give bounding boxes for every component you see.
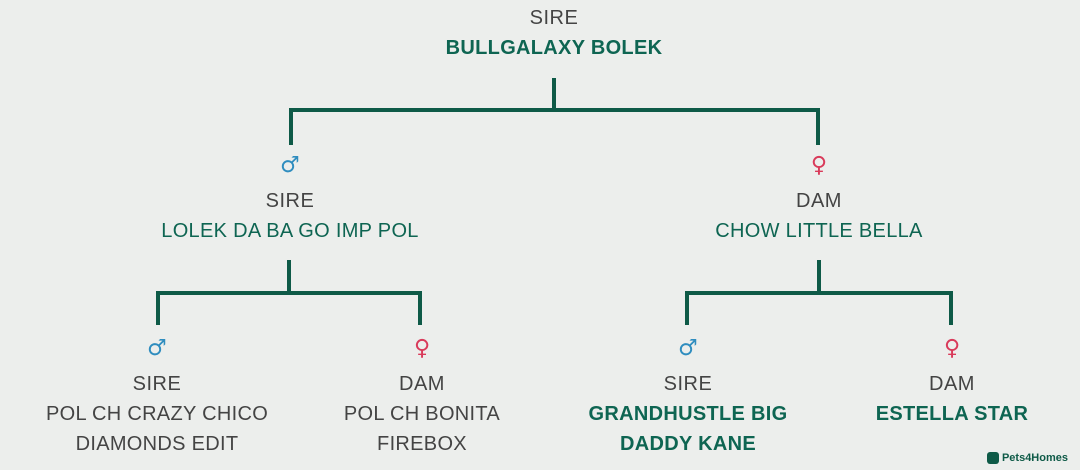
dam-dam-node: ♀ DAM ESTELLA STAR [876, 337, 1029, 429]
male-icon: ♂ [147, 336, 167, 361]
dam-node: ♀ DAM CHOW LITTLE BELLA [715, 154, 922, 246]
sire-sire-name-line-2: DIAMONDS EDIT [75, 433, 239, 455]
dam-name: CHOW LITTLE BELLA [715, 220, 923, 242]
dam-sire-role: SIRE [663, 373, 713, 395]
root-name: BULLGALAXY BOLEK [445, 37, 663, 59]
sire-dam-name-line-1: POL CH BONITA [343, 403, 501, 425]
sire-node: ♂ SIRE LOLEK DA BA GO IMP POL [161, 154, 418, 246]
sire-sire-node: ♂ SIRE POL CH CRAZY CHICO DIAMONDS EDIT [46, 337, 268, 459]
sire-dam-name-line-2: FIREBOX [377, 433, 467, 455]
male-icon: ♂ [280, 153, 300, 178]
dam-role: DAM [796, 190, 842, 212]
dam-sire-name-line-2: DADDY KANE [620, 433, 756, 455]
sire-dam-role: DAM [399, 373, 445, 395]
root-node: SIRE BULLGALAXY BOLEK [446, 3, 663, 63]
sire-dam-node: ♀ DAM POL CH BONITA FIREBOX [344, 337, 500, 459]
female-icon: ♀ [943, 336, 961, 361]
brand-text: Pets4Homes [1001, 452, 1068, 464]
sire-role: SIRE [265, 190, 315, 212]
paw-icon [986, 452, 999, 464]
dam-sire-name-line-1: GRANDHUSTLE BIG [588, 403, 788, 425]
root-role: SIRE [529, 7, 579, 29]
dam-dam-name-line-1: ESTELLA STAR [875, 403, 1029, 425]
female-icon: ♀ [413, 336, 431, 361]
sire-sire-name-line-1: POL CH CRAZY CHICO [45, 403, 269, 425]
dam-sire-node: ♂ SIRE GRANDHUSTLE BIG DADDY KANE [589, 337, 788, 459]
brand-logo[interactable]: Pets4Homes [986, 452, 1068, 464]
female-icon: ♀ [810, 153, 828, 178]
male-icon: ♂ [678, 336, 698, 361]
sire-name: LOLEK DA BA GO IMP POL [161, 220, 419, 242]
sire-sire-role: SIRE [132, 373, 182, 395]
dam-dam-role: DAM [929, 373, 975, 395]
